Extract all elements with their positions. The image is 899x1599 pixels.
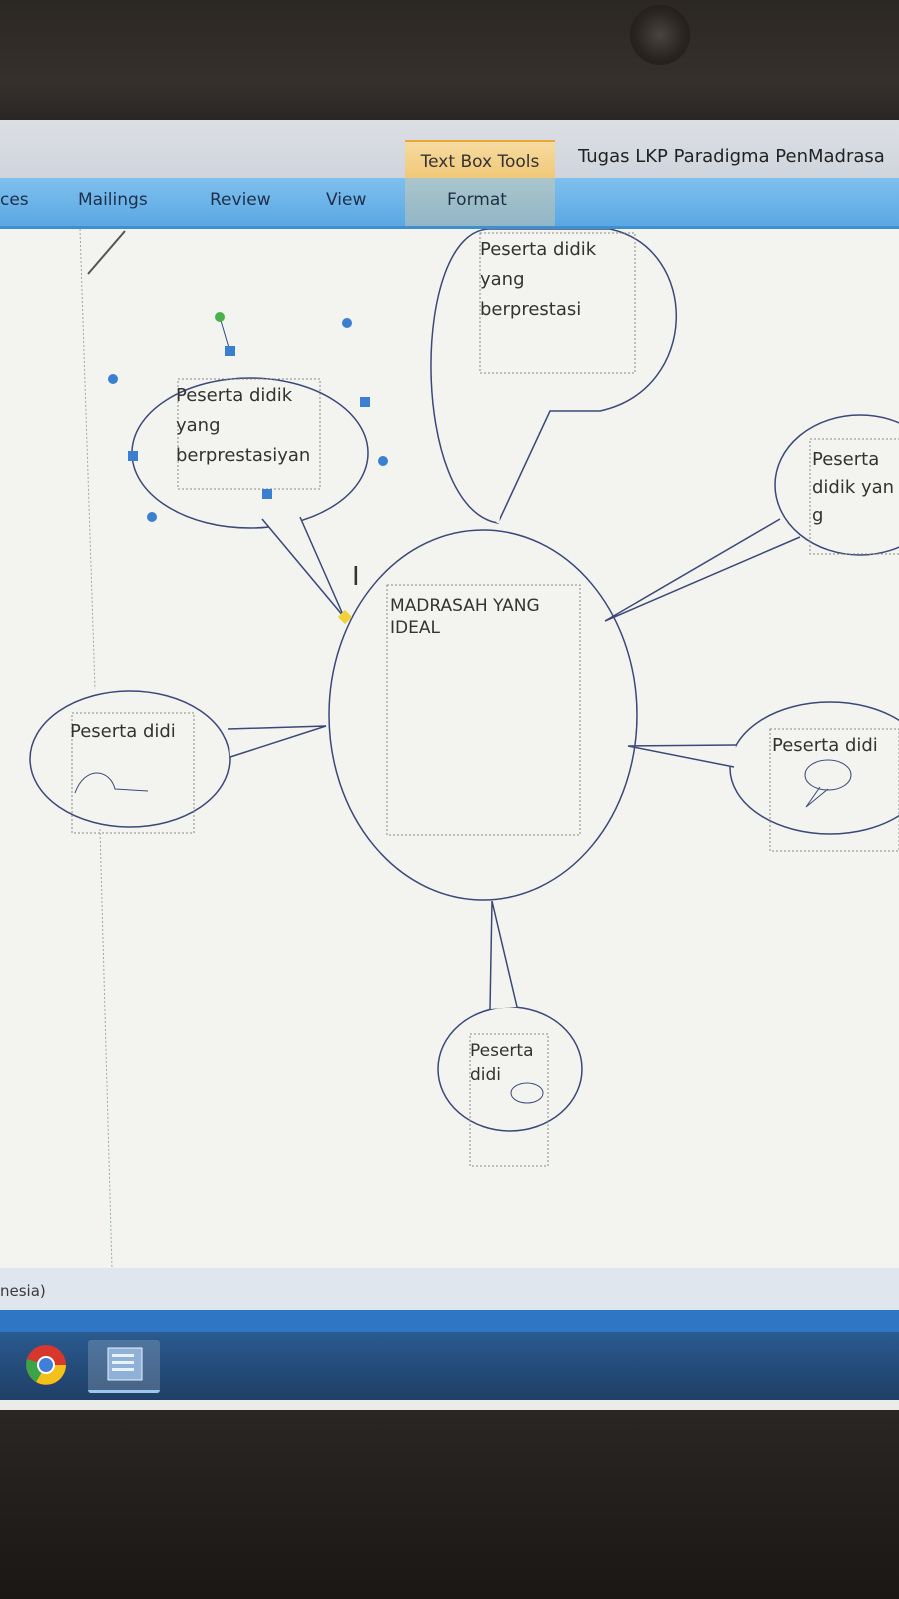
center-text-box[interactable] [386,584,581,836]
callout-bottom-line-1: Peserta [470,1041,534,1061]
callout-right-bubble[interactable] [774,414,899,556]
callout-top-left-line-2: yang [176,415,221,436]
corner-handle[interactable] [108,374,118,384]
callout-top-pointer-mask [496,410,507,524]
callout-bottom-text-box[interactable] [469,1033,549,1167]
diagram: MADRASAH YANG IDEAL Peserta didik yang b… [29,228,899,1270]
ribbon-tabs: ces Mailings Review View Format [0,178,899,229]
callout-top-left-line-3: berprestasiyan [176,445,310,466]
callout-right-line-2: didik yan [812,477,894,498]
taskbar-chrome[interactable] [10,1340,82,1390]
resize-handle[interactable] [225,346,235,356]
callout-right-line-3: g [812,505,823,526]
text-cursor-icon: I [352,562,360,592]
rotation-handle[interactable] [215,312,225,322]
callout-left-pointer[interactable] [227,725,327,758]
callout-top-line-1: Peserta didik [480,239,597,260]
callout-bottom-bubble[interactable] [437,1006,583,1132]
document-title: Tugas LKP Paradigma PenMadrasa [578,146,885,167]
arrow-fragment [87,230,126,275]
callout-top-bubble[interactable] [430,228,677,524]
callout-right-lower-line-1: Peserta didi [772,735,878,756]
margin-guide [79,228,96,690]
rotation-handle-line [219,316,231,352]
tab-review[interactable]: Review [210,190,271,210]
tab-format[interactable]: Format [447,190,507,210]
callout-right-pointer[interactable] [604,518,801,622]
taskbar-strip [0,1310,899,1332]
tab-format-bg [405,178,555,226]
document-canvas[interactable]: MADRASAH YANG IDEAL Peserta didik yang b… [0,228,899,1270]
mini-callout-icon [74,772,149,794]
chrome-icon [26,1345,66,1385]
center-label-line-1: MADRASAH YANG [390,596,540,616]
mini-callout-icon [804,759,852,791]
callout-top-left-line-1: Peserta didik [176,385,293,406]
monitor-bezel-bottom [0,1410,899,1599]
callout-bottom-line-2: didi [470,1065,501,1085]
taskbar [0,1332,899,1400]
callout-left-bubble[interactable] [29,690,231,828]
callout-top-line-2: yang [480,269,525,290]
language-indicator[interactable]: nesia) [0,1282,46,1300]
corner-handle[interactable] [342,318,352,328]
taskbar-word[interactable] [88,1340,160,1393]
tab-references[interactable]: ces [0,190,29,210]
corner-handle[interactable] [378,456,388,466]
margin-guide [99,828,113,1270]
status-bar: nesia) [0,1268,899,1310]
callout-right-text-box[interactable] [809,438,899,555]
mini-callout-icon-pointer [805,786,829,808]
corner-handle[interactable] [147,512,157,522]
callout-right-line-1: Peserta [812,449,879,470]
callout-left-text-box[interactable] [71,712,195,834]
tab-view[interactable]: View [326,190,367,210]
callout-bottom-pointer[interactable] [489,900,518,1010]
callout-top-left-text-box[interactable] [177,378,321,490]
callout-top-left-pointer[interactable] [261,516,345,618]
resize-handle[interactable] [262,489,272,499]
callout-right-lower-bubble[interactable] [729,701,899,835]
mini-callout-icon [510,1082,544,1104]
resize-handle[interactable] [360,397,370,407]
callout-left-line-1: Peserta didi [70,721,176,742]
center-label-line-2: IDEAL [390,618,440,638]
callout-right-lower-pointer[interactable] [627,744,737,768]
title-bar: Text Box Tools Tugas LKP Paradigma PenMa… [0,120,899,180]
adjust-handle[interactable] [337,609,353,625]
context-tab-text-box-tools[interactable]: Text Box Tools [405,140,555,180]
monitor-bezel-top [0,0,899,120]
callout-top-line-3: berprestasi [480,299,581,320]
resize-handle[interactable] [128,451,138,461]
center-ellipse[interactable] [328,529,638,901]
tab-mailings[interactable]: Mailings [78,190,148,210]
word-icon [107,1347,143,1381]
webcam [630,5,690,65]
screen: Text Box Tools Tugas LKP Paradigma PenMa… [0,120,899,1410]
callout-top-text-box[interactable] [479,232,636,374]
callout-right-lower-text-box[interactable] [769,728,899,852]
